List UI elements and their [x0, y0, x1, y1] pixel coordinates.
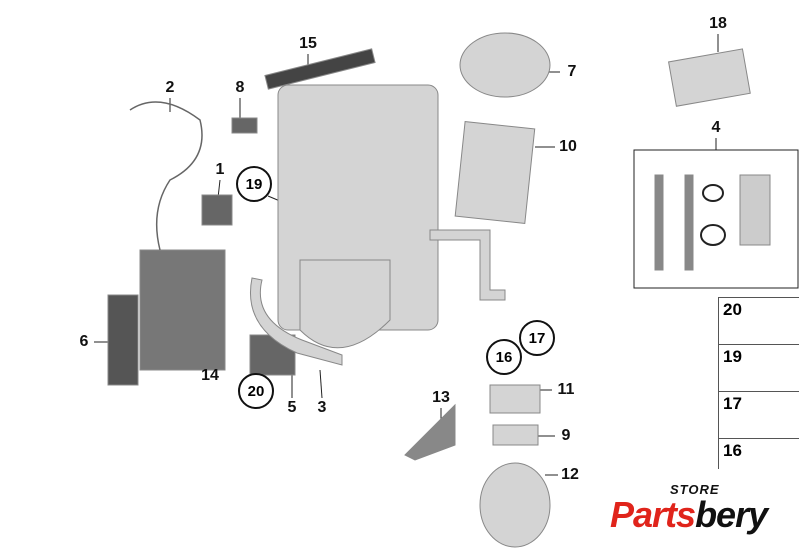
side-part-box: 17	[718, 391, 799, 439]
callout-2: 2	[165, 79, 175, 96]
callout-3: 3	[317, 399, 327, 416]
side-part-number: 17	[723, 394, 742, 413]
logo-brand-red: Parts	[610, 494, 696, 535]
callout-19: 19	[236, 166, 272, 202]
callout-1: 1	[215, 161, 225, 178]
callout-15: 15	[299, 35, 317, 52]
callout-10: 10	[559, 138, 577, 155]
callout-9: 9	[561, 427, 571, 444]
callout-13: 13	[432, 389, 450, 406]
callout-8: 8	[235, 79, 245, 96]
callout-12: 12	[561, 466, 579, 483]
callout-4: 4	[711, 119, 721, 136]
callout-11: 11	[557, 381, 575, 398]
callout-7: 7	[567, 63, 577, 80]
callout-17: 17	[519, 320, 555, 356]
callout-18: 18	[709, 15, 727, 32]
side-part-number: 19	[723, 347, 742, 366]
callout-14: 14	[201, 367, 219, 384]
callout-5: 5	[287, 399, 297, 416]
side-part-number: 20	[723, 300, 742, 319]
side-part-box: 20	[718, 297, 799, 345]
logo-store-text: STORE	[670, 482, 720, 497]
callout-6: 6	[79, 333, 89, 350]
side-part-box: 19	[718, 344, 799, 392]
side-part-number: 16	[723, 441, 742, 460]
side-part-box: 16	[718, 438, 799, 469]
logo-brand-black: bery	[695, 494, 768, 535]
callout-16: 16	[486, 339, 522, 375]
callout-20: 20	[238, 373, 274, 409]
